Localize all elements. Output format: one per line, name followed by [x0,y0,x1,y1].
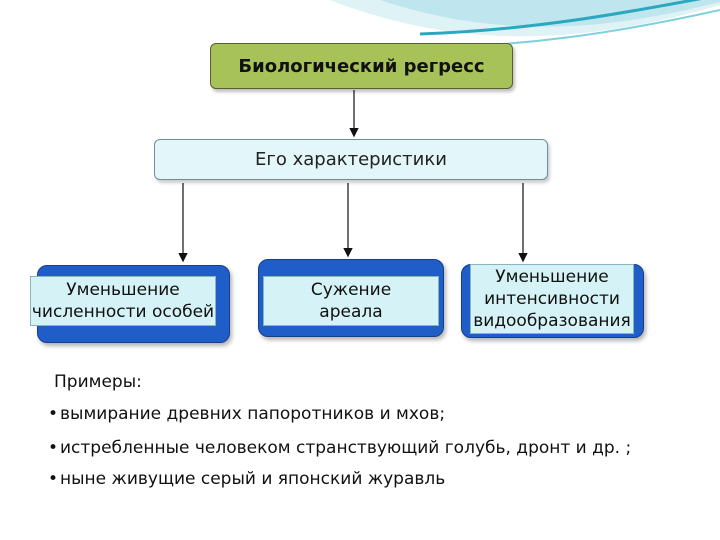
example-item-text: вымирание древних папоротников и мхов; [60,404,446,424]
card-population-line2: численности особей [31,302,215,322]
example-item: •ныне живущие серый и японский журавль [48,469,445,489]
card-range-line2: ареала [319,302,383,322]
example-item-text: истребленные человеком странствующий гол… [60,438,632,458]
card-range-line1: Сужение [310,280,392,300]
card-speciation-text: Уменьшение интенсивности видообразования [470,264,634,334]
bullet-icon: • [48,438,59,458]
card-range-text: Сужение ареала [263,276,439,326]
card-population-line1: Уменьшение [66,280,180,300]
card-population-text: Уменьшение численности особей [30,276,216,326]
title-box: Биологический регресс [210,43,513,89]
examples-heading: Примеры: [54,372,142,392]
example-item: •истребленные человеком странствующий го… [48,438,631,458]
characteristics-box: Его характеристики [154,139,548,180]
card-speciation-line1: Уменьшение [495,267,609,287]
example-item-text: ныне живущие серый и японский журавль [60,469,446,489]
card-speciation-line2: интенсивности [484,289,620,309]
example-item: •вымирание древних папоротников и мхов; [48,404,445,424]
characteristics-label: Его характеристики [255,149,447,170]
bullet-icon: • [48,469,59,489]
title-label: Биологический регресс [238,55,485,77]
card-speciation-line3: видообразования [473,311,631,331]
decorative-waves [330,0,720,50]
bullet-icon: • [48,404,59,424]
